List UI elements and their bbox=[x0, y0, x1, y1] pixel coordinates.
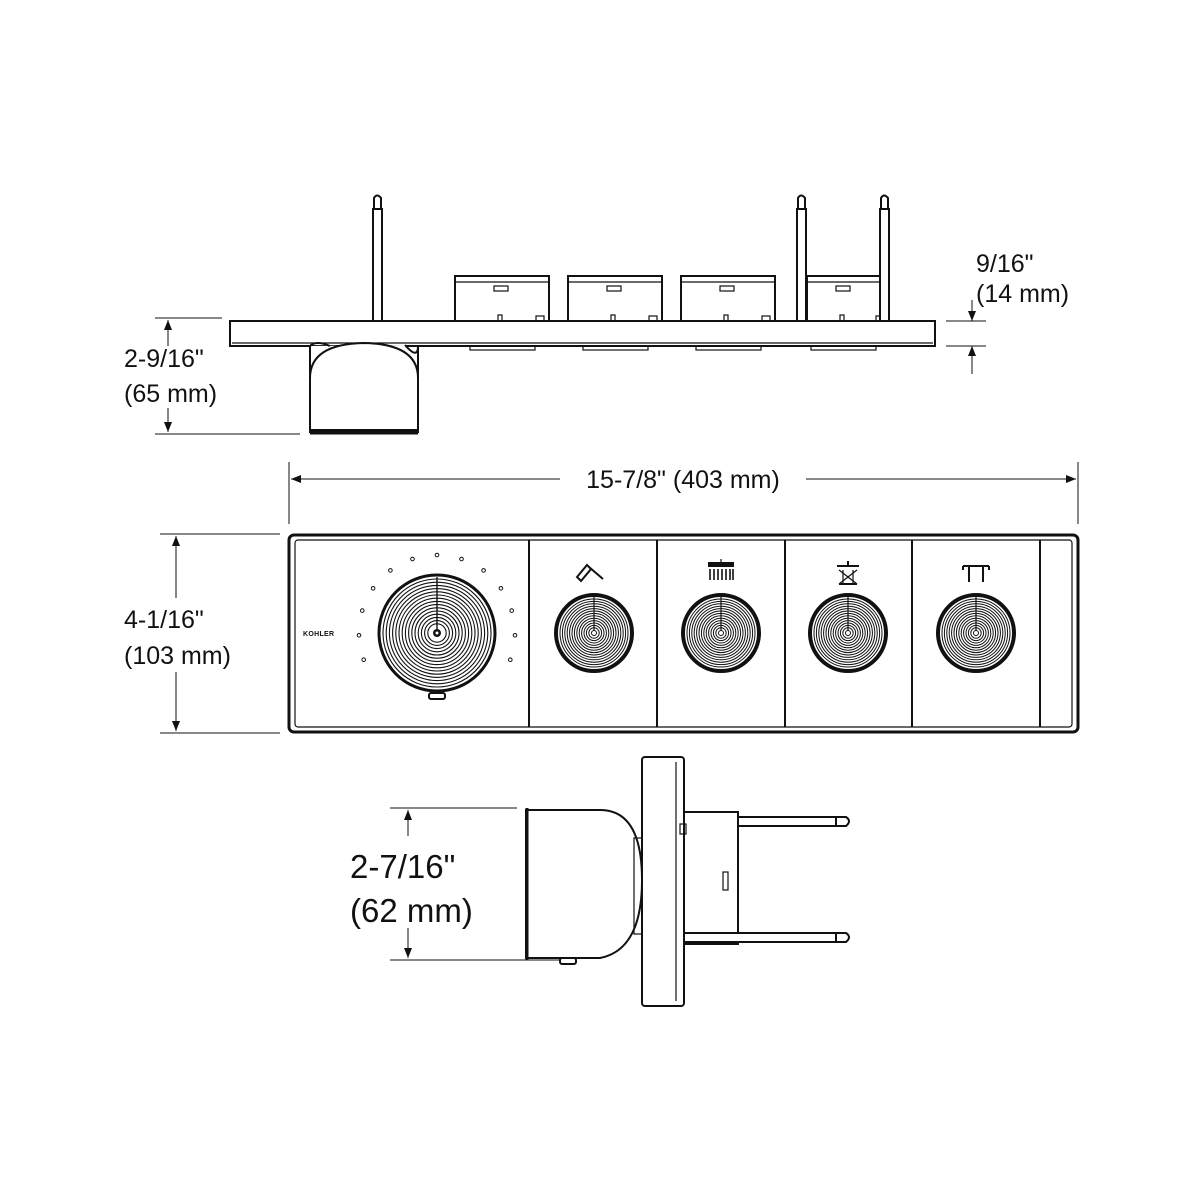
top-view-pins bbox=[372, 194, 890, 322]
brand-logo: KOHLER bbox=[303, 631, 334, 638]
temperature-scale-dots bbox=[356, 552, 518, 663]
front-height-dimension: 4-1/16" (103 mm) bbox=[124, 533, 280, 734]
top-view-valve-4 bbox=[806, 275, 890, 322]
top-depth-inch: 2-9/16" bbox=[124, 345, 204, 373]
front-view: KOHLER bbox=[124, 533, 1080, 734]
tub-spout-knob[interactable] bbox=[936, 593, 1016, 673]
top-view-valve-2 bbox=[567, 275, 663, 322]
front-width-label: 15-7/8" (403 mm) bbox=[586, 466, 780, 494]
top-view: 2-9/16" (65 mm) 9/16" (14 mm) bbox=[124, 194, 1069, 435]
temperature-knob[interactable] bbox=[377, 573, 497, 700]
top-plate-dimension: 9/16" (14 mm) bbox=[946, 250, 1069, 374]
top-view-valve-3 bbox=[680, 275, 776, 322]
side-view-plate bbox=[641, 756, 685, 1007]
tub-spout-icon bbox=[962, 565, 990, 582]
rain-showerhead-knob[interactable] bbox=[681, 593, 761, 673]
front-width-dimension: 15-7/8" (403 mm) bbox=[288, 462, 1079, 524]
body-spray-icon bbox=[837, 561, 859, 585]
handshower-knob[interactable] bbox=[554, 593, 634, 673]
handshower-icon bbox=[575, 563, 604, 583]
top-view-valve-1 bbox=[454, 275, 550, 322]
side-view: 2-7/16" (62 mm) bbox=[350, 756, 850, 1007]
side-depth-dimension: 2-7/16" (62 mm) bbox=[350, 807, 560, 961]
side-view-stems bbox=[683, 816, 850, 943]
rain-showerhead-icon bbox=[708, 559, 734, 580]
top-plate-mm: (14 mm) bbox=[976, 280, 1069, 308]
top-plate-inch: 9/16" bbox=[976, 250, 1034, 278]
side-depth-inch: 2-7/16" bbox=[350, 848, 455, 885]
body-spray-knob[interactable] bbox=[808, 593, 888, 673]
top-depth-dimension: 2-9/16" (65 mm) bbox=[124, 317, 300, 435]
front-height-inch: 4-1/16" bbox=[124, 606, 204, 634]
top-depth-mm: (65 mm) bbox=[124, 380, 217, 408]
side-depth-mm: (62 mm) bbox=[350, 892, 473, 929]
front-height-mm: (103 mm) bbox=[124, 642, 231, 670]
top-view-plate bbox=[229, 320, 936, 347]
side-view-body bbox=[525, 809, 644, 959]
